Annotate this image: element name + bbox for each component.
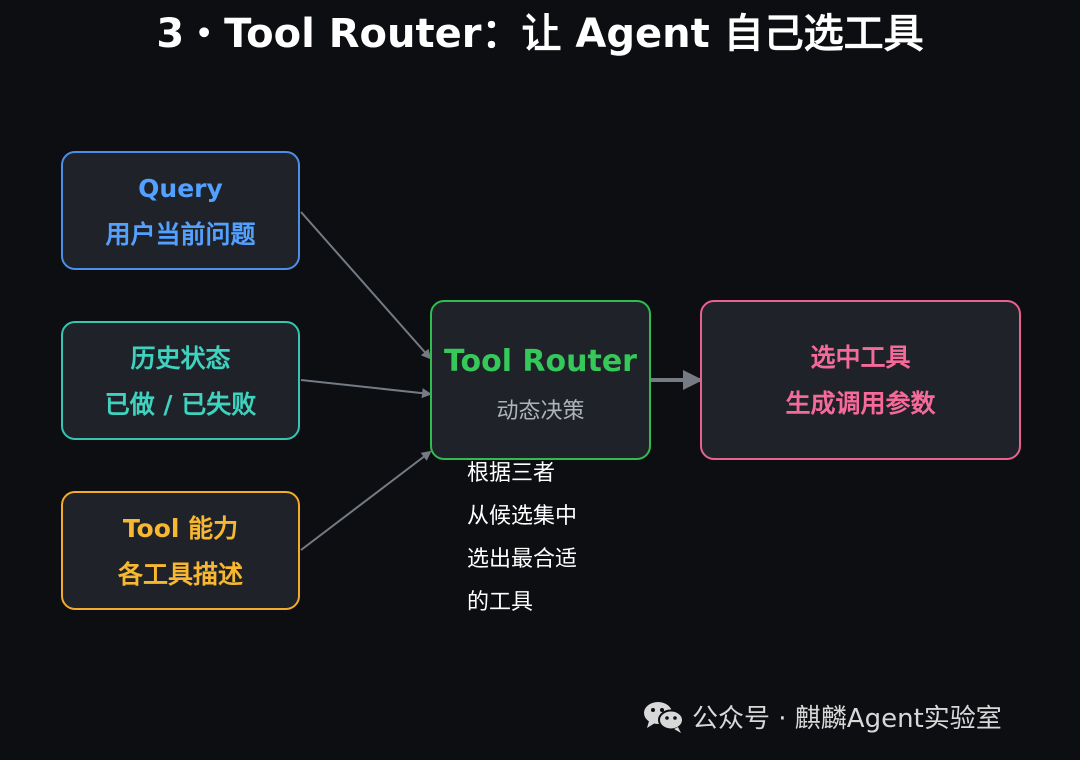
arrow-history-to-router (300, 379, 432, 399)
selected-tool-title: 选中工具 (810, 343, 911, 372)
source-watermark: 公众号 · 麒麟Agent实验室 (642, 696, 1002, 736)
query-node-description: 用户当前问题 (105, 220, 256, 249)
tool-capability-node-description: 各工具描述 (117, 560, 243, 589)
tool-capability-node-title: Tool 能力 (122, 514, 239, 543)
tool-router-subtitle: 动态决策 (496, 399, 585, 424)
watermark-text: 公众号 · 麒麟Agent实验室 (692, 703, 1002, 734)
tool-router-title: Tool Router (444, 344, 637, 379)
arrow-query-to-router (300, 211, 432, 360)
router-annotation: 根据三者 从候选集中 选出最合适 的工具 (467, 452, 577, 624)
arrow-tool-to-router (300, 450, 432, 551)
router-annotation-line: 选出最合适 (467, 547, 578, 572)
router-annotation-line: 根据三者 (467, 461, 556, 486)
router-annotation-line: 从候选集中 (467, 504, 578, 529)
history-state-node: 历史状态 已做 / 已失败 (61, 321, 300, 440)
query-node-title: Query (138, 174, 223, 203)
page-title: 3・Tool Router：让 Agent 自己选工具 (156, 11, 924, 57)
tool-router-node: Tool Router 动态决策 (430, 300, 651, 460)
selected-tool-description: 生成调用参数 (785, 389, 936, 418)
selected-tool-node: 选中工具 生成调用参数 (700, 300, 1021, 460)
history-state-node-title: 历史状态 (130, 344, 231, 373)
tool-capability-node: Tool 能力 各工具描述 (61, 491, 300, 610)
wechat-icon (644, 702, 684, 733)
query-node: Query 用户当前问题 (61, 151, 300, 270)
router-annotation-line: 的工具 (467, 590, 534, 615)
history-state-node-description: 已做 / 已失败 (104, 390, 257, 419)
